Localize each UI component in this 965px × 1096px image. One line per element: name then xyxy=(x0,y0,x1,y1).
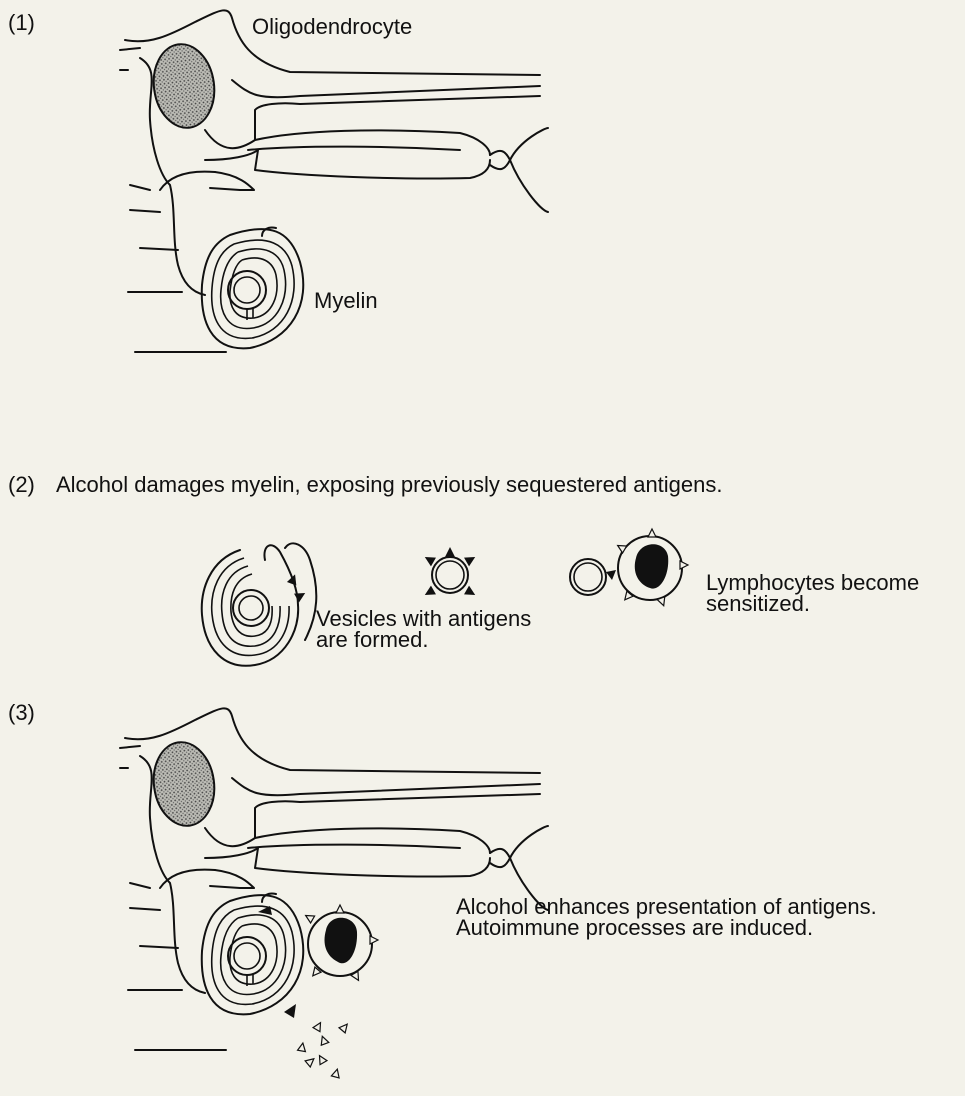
antigen-vesicle xyxy=(422,547,477,599)
panel1-oligodendrocyte xyxy=(120,10,548,352)
panel3-lymphocyte xyxy=(304,905,378,982)
released-antigens xyxy=(298,1021,351,1078)
panel3-myelin-sheath xyxy=(202,893,304,1014)
panel3-antigen-marker xyxy=(284,1004,296,1018)
sensitized-lymphocyte xyxy=(570,529,688,607)
panel1-myelin-sheath xyxy=(202,227,304,348)
panel3-oligodendrocyte xyxy=(120,708,548,1050)
panel2-damaged-myelin xyxy=(202,543,317,665)
